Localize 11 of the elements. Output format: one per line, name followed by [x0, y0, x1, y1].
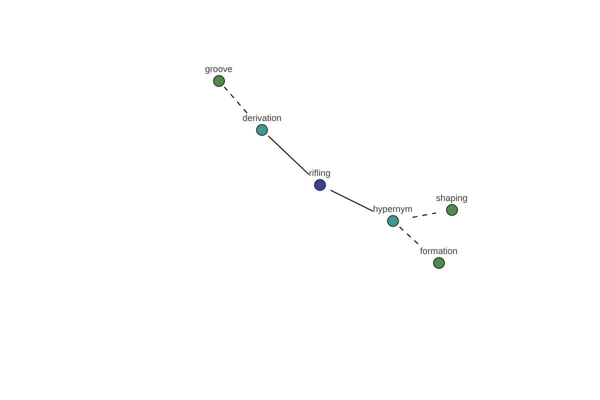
node-label: shaping [436, 193, 468, 204]
node-label: groove [205, 64, 233, 75]
edge-line [268, 136, 310, 176]
dashed-edge-line [224, 86, 248, 114]
dashed-edge-line [399, 226, 421, 246]
node-label: formation [420, 246, 458, 257]
node-label: hypernym [373, 204, 413, 215]
edge-line [330, 190, 374, 212]
node-label: rifling [309, 168, 331, 179]
dashed-edge-line [412, 212, 436, 218]
node-label: derivation [242, 113, 282, 124]
